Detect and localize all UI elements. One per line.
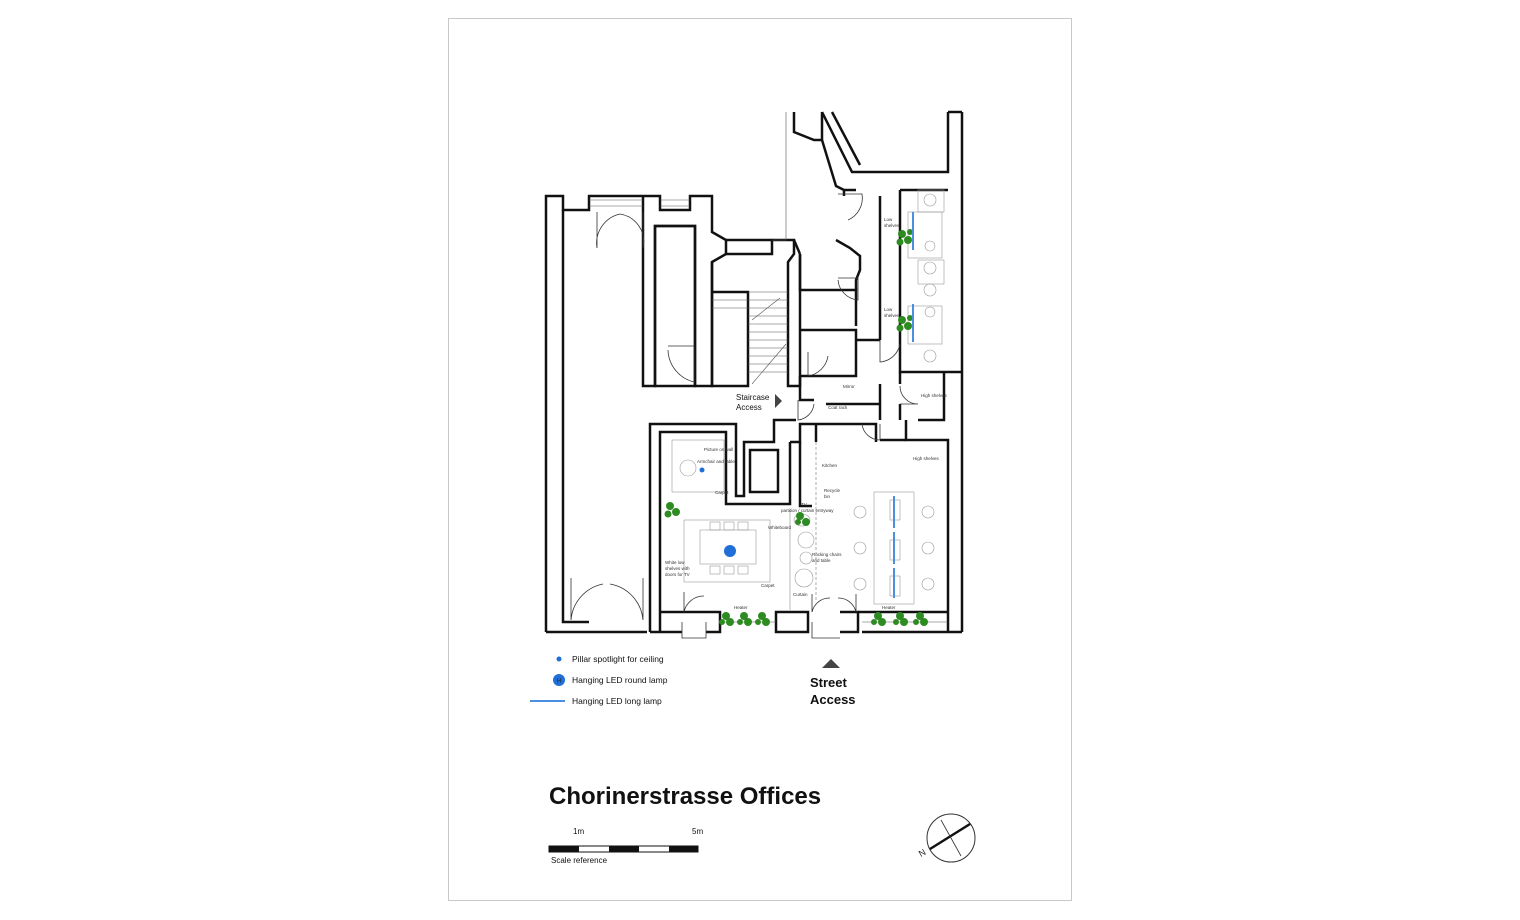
label-rocking-chairs: and table xyxy=(812,558,831,563)
label-low-shelves: Low xyxy=(884,307,893,312)
plant-icon xyxy=(755,612,770,626)
plant-icon xyxy=(893,612,908,626)
label-low-shelves: shelves xyxy=(884,313,900,318)
doors xyxy=(570,193,919,639)
walls xyxy=(544,110,964,634)
legend: Pillar spotlight for ceiling H Hanging L… xyxy=(530,654,668,706)
street-access-label: Access xyxy=(810,692,856,707)
staircase-access: Staircase Access xyxy=(736,393,782,412)
label-carpet: Carpet xyxy=(761,583,775,588)
legend-spotlight: Pillar spotlight for ceiling xyxy=(572,654,664,664)
label-picture: Picture on wall xyxy=(704,447,733,452)
plant-icon xyxy=(896,229,913,246)
scale-label-5m: 5m xyxy=(692,827,703,836)
label-low-shelves: shelves xyxy=(884,223,900,228)
drawing-title: Chorinerstrasse Offices xyxy=(549,783,821,810)
label-whiteboard: Whiteboard xyxy=(768,525,792,530)
room-labels: Low shelves Low shelves Mirror High shel… xyxy=(665,217,948,610)
label-coat-rack: Coat rack xyxy=(828,405,848,410)
label-white-shelves: shelves with xyxy=(665,566,690,571)
label-kitchen: Kitchen xyxy=(822,463,838,468)
spotlight xyxy=(699,467,705,473)
label-armchair: Armchair and table xyxy=(697,459,735,464)
north-label: N xyxy=(917,847,928,859)
led-round-lamp xyxy=(724,545,736,557)
north-arrow: N xyxy=(917,813,976,863)
plant-icon xyxy=(795,512,810,526)
plant-icon xyxy=(896,315,913,332)
label-rocking-chairs: Rocking chairs xyxy=(812,552,842,557)
plant-icon xyxy=(871,612,886,626)
furniture xyxy=(671,189,945,605)
drawing-sheet xyxy=(448,18,1072,901)
label-recycle: Recycle xyxy=(824,488,841,493)
round-lamp-symbol: H xyxy=(557,679,561,685)
label-partition: partition / curtain entryway xyxy=(781,508,834,513)
label-mirror: Mirror xyxy=(843,384,855,389)
street-access-label: Street xyxy=(810,675,848,690)
street-access: Street Access xyxy=(810,659,856,707)
plant-icon xyxy=(719,612,734,626)
compass-icon xyxy=(926,813,976,863)
label-carpet: Carpet xyxy=(715,490,729,495)
scale-label-1m: 1m xyxy=(573,827,584,836)
label-curtain: Curtain xyxy=(793,592,808,597)
label-heater: Heater xyxy=(882,605,896,610)
plant-icon xyxy=(664,502,680,518)
label-heater: Heater xyxy=(734,605,748,610)
lights xyxy=(699,212,914,598)
label-white-shelves: White low xyxy=(665,560,685,565)
label-high-shelves: High shelves xyxy=(921,393,948,398)
arrow-up-icon xyxy=(822,659,840,668)
round-lamp-icon xyxy=(553,674,565,686)
legend-long-lamp: Hanging LED long lamp xyxy=(572,696,662,706)
legend-round-lamp: Hanging LED round lamp xyxy=(572,675,668,685)
label-partition: TV xyxy=(801,502,807,507)
label-white-shelves: doors for TV xyxy=(665,572,690,577)
arrow-right-icon xyxy=(775,394,782,408)
plants xyxy=(664,229,928,626)
scale-bar: 1m 5m Scale reference xyxy=(548,827,703,865)
plant-icon xyxy=(913,612,928,626)
plant-icon xyxy=(737,612,752,626)
scale-caption: Scale reference xyxy=(551,856,608,865)
spotlight-icon xyxy=(556,656,562,662)
label-recycle: bin xyxy=(824,494,831,499)
staircase-access-label: Access xyxy=(736,403,762,412)
label-low-shelves: Low xyxy=(884,217,893,222)
label-high-shelves: High shelves xyxy=(913,456,940,461)
staircase-access-label: Staircase xyxy=(736,393,770,402)
